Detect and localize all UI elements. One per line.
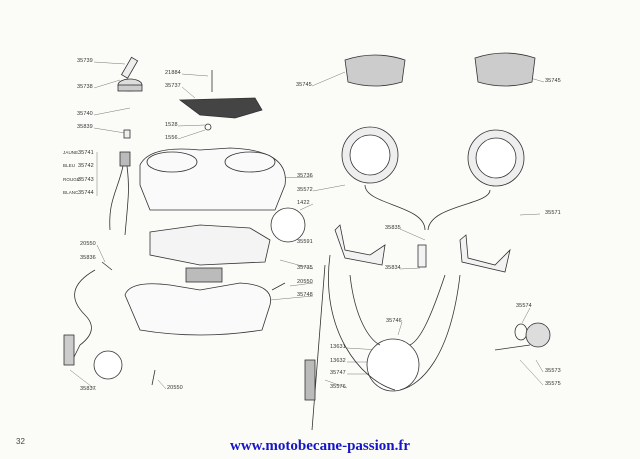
ignition-switch: [117, 56, 143, 92]
label-35572: 35572: [297, 187, 313, 193]
label-35571: 35571: [545, 210, 561, 216]
label-35574: 35574: [516, 303, 532, 309]
footer-url[interactable]: www.motobecane-passion.fr: [230, 438, 410, 454]
gauge-rings: [344, 52, 536, 87]
label-1528: 1528: [165, 122, 178, 128]
label-20550-c: 20550: [167, 385, 183, 391]
label-35745-left: 35745: [296, 82, 312, 88]
label-20550-b: 20550: [297, 279, 313, 285]
label-35576: 35576: [330, 384, 346, 390]
label-35747: 35747: [330, 370, 346, 376]
label-35746: 35746: [386, 318, 402, 324]
label-35837: 35837: [80, 386, 96, 392]
label-35835: 35835: [385, 225, 401, 231]
detail-circle: [270, 207, 306, 243]
label-13632: 13632: [330, 358, 346, 364]
bulb-holder: [109, 129, 131, 236]
label-35740: 35740: [77, 111, 93, 117]
label-35834: 35834: [385, 265, 401, 271]
label-35736: 35736: [297, 173, 313, 179]
mounting-plate: [178, 70, 263, 131]
label-35743: 35743: [78, 177, 94, 183]
cables: [63, 254, 461, 431]
label-13631: 13631: [330, 344, 346, 350]
label-35573: 35573: [545, 368, 561, 374]
page-number: 32: [16, 437, 25, 446]
lower-housing: [124, 282, 272, 336]
label-1422: 1422: [297, 200, 310, 206]
label-1556: 1556: [165, 135, 178, 141]
screws: [101, 261, 286, 386]
label-35738: 35738: [77, 84, 93, 90]
label-bleu: BLEU: [63, 163, 76, 168]
label-35739: 35739: [77, 58, 93, 64]
gauges: [341, 126, 525, 231]
label-35591: 35591: [297, 239, 313, 245]
label-35741: 35741: [78, 150, 94, 156]
label-jaune: JAUNE: [63, 150, 79, 155]
base-plate: [149, 224, 271, 283]
label-35575: 35575: [545, 381, 561, 387]
label-35839: 35839: [77, 124, 93, 130]
leader-lines: [69, 61, 545, 391]
label-35745-right: 35745: [545, 78, 561, 84]
brackets: [334, 224, 511, 273]
label-rouge: ROUGE: [63, 177, 81, 182]
instrument-housing: [139, 147, 286, 211]
label-35744: 35744: [78, 190, 94, 196]
label-35748: 35748: [297, 292, 313, 298]
label-blanc: BLANC: [63, 190, 79, 195]
label-35742: 35742: [78, 163, 94, 169]
label-20550-a: 20550: [80, 241, 96, 247]
label-35836: 35836: [80, 255, 96, 261]
drive-unit: [494, 322, 551, 351]
label-21884: 21884: [165, 70, 181, 76]
label-35735: 35735: [297, 265, 313, 271]
label-35737: 35737: [165, 83, 181, 89]
